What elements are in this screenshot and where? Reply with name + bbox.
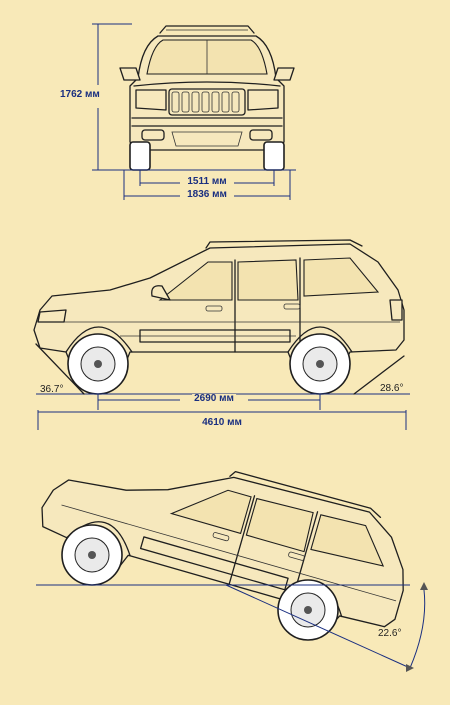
- breakover-angle-label: 22.6°: [378, 628, 402, 639]
- track-label: 1511 мм: [185, 176, 229, 187]
- wheelbase-dimension-line: [97, 394, 321, 410]
- breakover-angle-arc: [406, 582, 428, 672]
- width-dimension-line: [123, 170, 291, 200]
- front-view: [92, 23, 296, 200]
- length-label: 4610 мм: [200, 417, 244, 428]
- breakover-view: [36, 470, 428, 672]
- width-label: 1836 мм: [185, 189, 229, 200]
- length-dimension-line: [37, 410, 407, 430]
- wheelbase-label: 2690 мм: [192, 393, 236, 404]
- height-label: 1762 мм: [60, 89, 100, 100]
- side-view: [33, 239, 410, 430]
- grille: [168, 88, 246, 116]
- departure-angle-label: 28.6°: [380, 383, 404, 394]
- approach-angle-label: 36.7°: [40, 384, 64, 395]
- track-dimension-line: [139, 170, 275, 186]
